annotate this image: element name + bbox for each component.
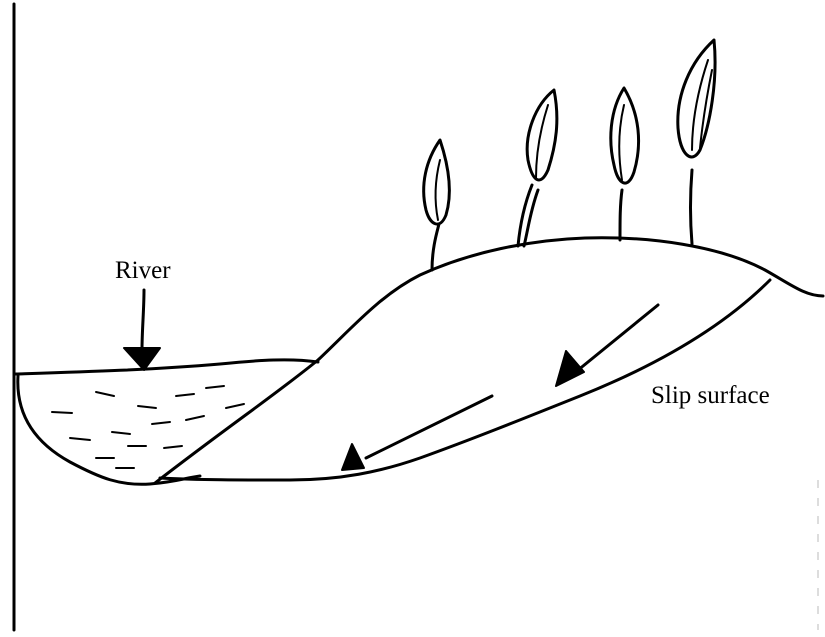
tree-3 [611,88,639,240]
tree-2 [518,90,557,246]
slide-arrow-upper [556,305,658,386]
slip-surface-curve [160,280,770,480]
tree-4 [678,40,715,244]
river-water-surface [16,360,318,374]
river-label: River [115,258,171,283]
water-ripples [52,386,244,468]
tree-1 [424,140,450,270]
river-pointer-arrow [124,290,160,370]
slip-surface-label: Slip surface [651,383,770,408]
